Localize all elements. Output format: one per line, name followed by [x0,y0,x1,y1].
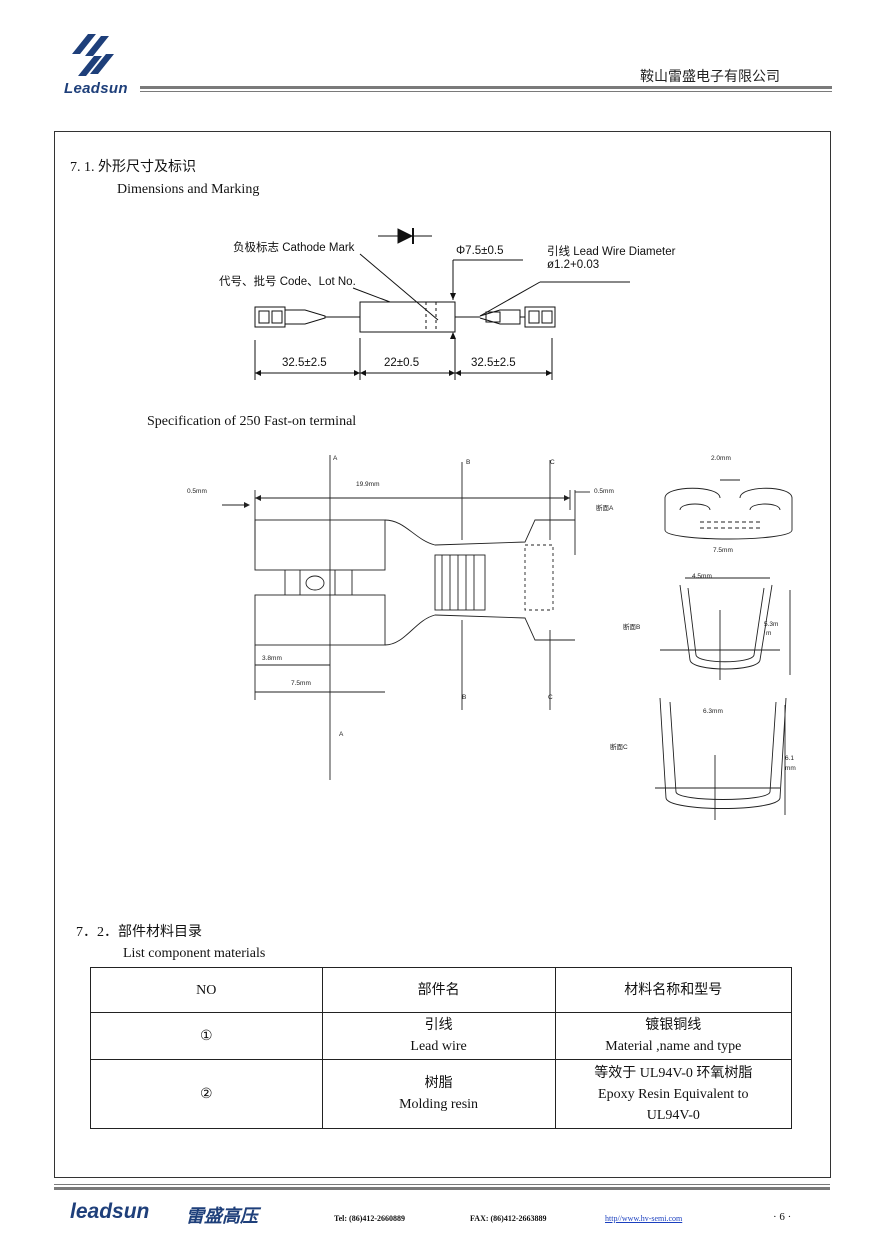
dim-7-5b: 7.5mm [713,547,733,554]
header-no: NO [90,967,323,1013]
footer-rule-thin [54,1184,830,1185]
header-rule [140,86,832,89]
section-c-label: 断面C [610,744,628,751]
section-b-label: 断面B [623,624,641,631]
fastener-gap-left: 0.5mm [187,488,207,495]
footer-tel: Tel: (86)412-2660889 [334,1214,406,1223]
material-line-1: 镀银铜线 [645,1018,702,1033]
fastener-gap-right: 0.5mm [594,488,614,495]
row-part: 树脂 Molding resin [321,1059,556,1129]
section-2-title-cn: 7．2．部件材料目录 [76,925,202,940]
row-material: 等效于 UL94V-0 环氧树脂 Epoxy Resin Equivalent … [554,1059,793,1129]
row-no: ① [90,1012,323,1060]
header-part-name: 部件名 [321,967,556,1013]
content-frame [54,131,831,1178]
section-a-label: 断面A [596,505,614,512]
fastener-c-top: C [550,459,555,466]
fastener-b-bottom: B [462,694,467,701]
footer-url-link[interactable]: http//www.hv-semi.com [605,1214,683,1223]
dim-4-5: 4.5mm [692,573,712,580]
leadsun-logo-icon [72,34,114,76]
header-rule-thin [140,91,832,92]
dim-middle: 22±0.5 [384,357,420,369]
fastener-a-bottom: A [339,731,344,738]
footer-brand-cn: 雷盛高压 [186,1206,258,1226]
fastener-b-top: B [466,459,471,466]
dim-5-3a: 5.3m [764,621,779,628]
dim-6-1a: 6.1 [785,755,795,762]
part-name-en: Molding resin [399,1097,479,1112]
section-1-title-cn: 7. 1. 外形尺寸及标识 [70,160,196,175]
dim-right: 32.5±2.5 [471,357,516,369]
label-lead-wire-value: ø1.2+0.03 [547,259,600,271]
material-line-2: Material ,name and type [605,1039,742,1054]
section-2-title-en: List component materials [123,946,266,961]
label-lead-wire: 引线 Lead Wire Diameter [547,246,676,258]
footer-rule [54,1187,830,1190]
dim-6-1b: mm [785,765,796,772]
section-1-title-en: Dimensions and Marking [117,182,260,197]
dim-7-5: 7.5mm [291,680,311,687]
material-line-1: 等效于 UL94V-0 环氧树脂 [594,1065,753,1081]
fastener-title: Specification of 250 Fast-on terminal [147,414,357,429]
fastener-a-top: A [333,455,338,462]
part-name-cn: 树脂 [424,1076,453,1091]
material-line-2: Epoxy Resin Equivalent to [598,1086,749,1102]
dimension-drawing [254,228,630,380]
label-diameter: Φ7.5±0.5 [456,245,504,257]
table-row: ① 引线 Lead wire 镀银铜线 Material ,name and t… [90,1012,793,1060]
table-row: ② 树脂 Molding resin 等效于 UL94V-0 环氧树脂 Epox… [90,1059,793,1129]
table-header-row: NO 部件名 材料名称和型号 [90,967,793,1013]
dim-left: 32.5±2.5 [282,357,327,369]
footer-fax: FAX: (86)412-2663889 [470,1214,547,1223]
fastener-length: 19.9mm [356,481,380,488]
dim-2-0: 2.0mm [711,455,731,462]
label-code-lot: 代号、批号 Code、Lot No. [219,276,356,288]
row-part: 引线 Lead wire [321,1012,556,1060]
page-number: · 6 · [773,1211,792,1223]
fastener-c-bottom: C [548,694,553,701]
dim-3-8: 3.8mm [262,655,282,662]
footer-brand: leadsun [70,1200,150,1223]
dim-5-3b: m [766,630,772,637]
materials-table: NO 部件名 材料名称和型号 ① 引线 Lead wire 镀银铜线 Mater… [90,967,793,1129]
fastener-drawing [222,455,793,820]
row-no: ② [90,1059,323,1129]
dim-6-3: 6.3mm [703,708,723,715]
logo-text: Leadsun [64,80,128,97]
company-name: 鞍山雷盛电子有限公司 [640,70,780,85]
label-cathode-mark: 负极标志 Cathode Mark [233,242,355,254]
row-material: 镀银铜线 Material ,name and type [554,1012,793,1060]
header-material: 材料名称和型号 [554,967,793,1013]
material-line-3: UL94V-0 [646,1107,700,1123]
part-name-en: Lead wire [410,1039,467,1054]
part-name-cn: 引线 [424,1018,453,1033]
